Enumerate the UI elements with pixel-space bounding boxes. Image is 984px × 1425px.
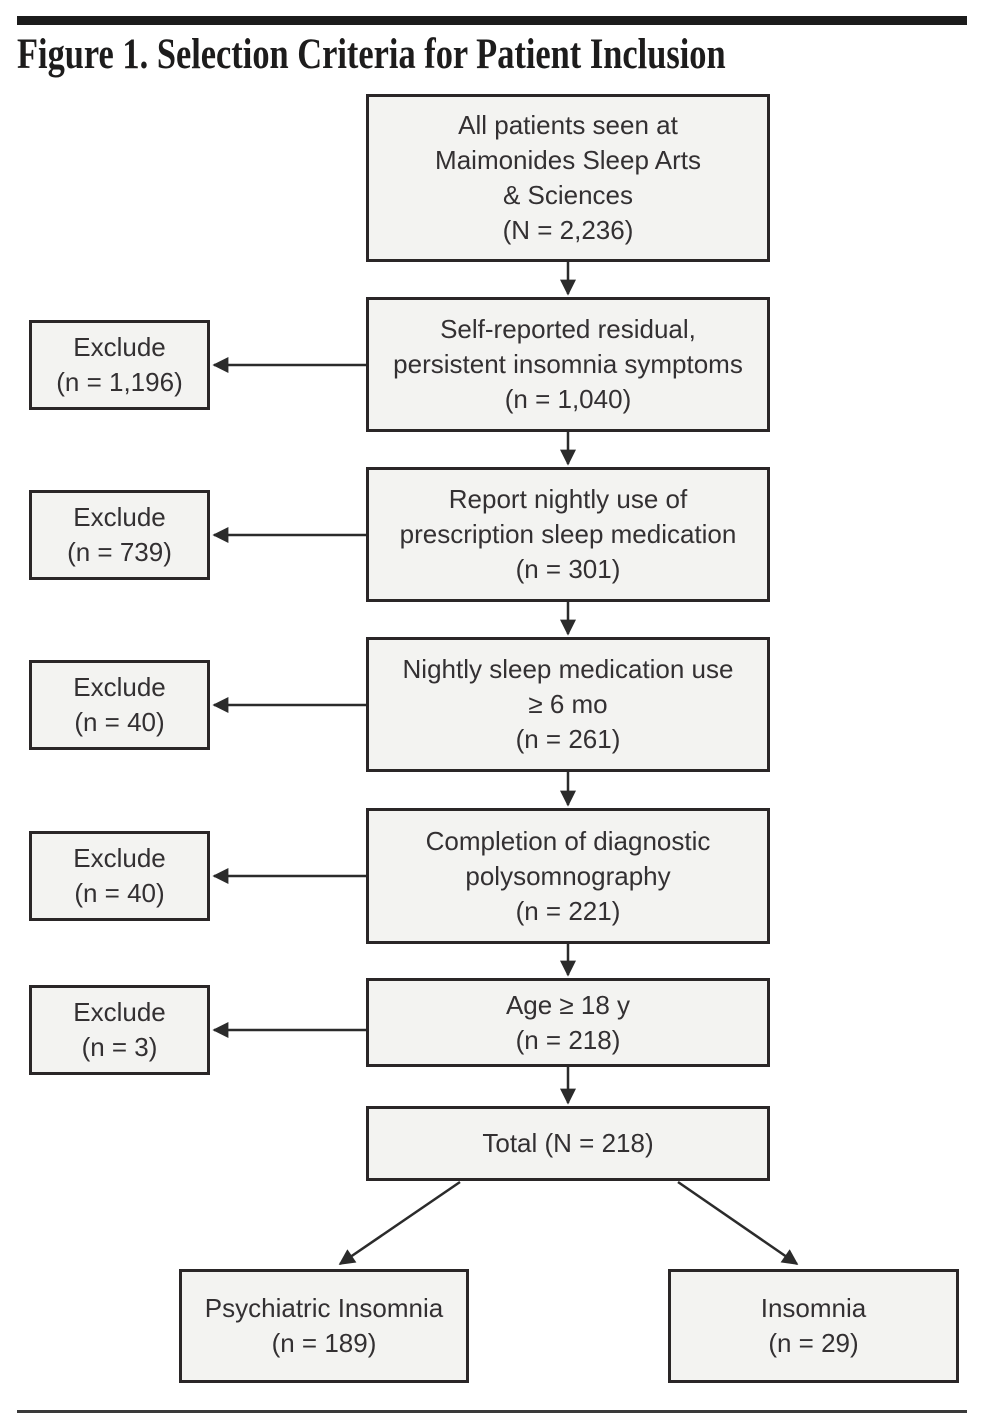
box-line: (n = 1,196) [56,367,183,397]
box-line: (n = 40) [74,707,165,737]
exclude-box-1: Exclude (n = 1,196) [29,320,210,410]
box-line: (n = 739) [67,537,172,567]
exclude-box-5: Exclude (n = 3) [29,985,210,1075]
flow-step-box-polysomnography: Completion of diagnostic polysomnography… [366,808,770,944]
box-line: (n = 40) [74,878,165,908]
outcome-box-psychiatric-insomnia: Psychiatric Insomnia (n = 189) [179,1269,469,1383]
exclude-box-2: Exclude (n = 739) [29,490,210,580]
box-line: (n = 218) [515,1024,621,1055]
box-line: Exclude [73,997,166,1027]
box-line: Nightly sleep medication use [402,654,734,684]
box-line: Exclude [73,332,166,362]
box-line: polysomnography [465,860,671,891]
box-line: (n = 1,040) [504,384,632,414]
box-line: Exclude [73,672,166,702]
box-line: (n = 221) [515,895,621,926]
box-line: All patients seen at [458,110,678,140]
exclude-box-3: Exclude (n = 40) [29,660,210,750]
box-line: ≥ 6 mo [528,689,608,719]
box-line: (n = 29) [768,1328,859,1358]
box-line: Insomnia [760,1293,867,1323]
box-line: (n = 3) [81,1032,158,1062]
box-line: & Sciences [502,180,634,210]
box-line: Exclude [73,502,166,532]
flow-step-box-use-6mo: Nightly sleep medication use ≥ 6 mo (n =… [366,637,770,772]
box-line: Psychiatric Insomnia [204,1293,444,1323]
box-line: Completion of diagnostic [425,825,711,856]
box-line: Exclude [73,843,166,873]
box-line: (n = 261) [515,724,621,754]
box-line: persistent insomnia symptoms [393,349,743,379]
flow-step-box-insomnia-symptoms: Self-reported residual, persistent insom… [366,297,770,432]
exclude-box-4: Exclude (n = 40) [29,831,210,921]
box-line: Report nightly use of [448,484,688,514]
branch-arrow-right [677,1180,799,1266]
total-box: Total (N = 218) [366,1106,770,1181]
flow-step-box-all-patients: All patients seen at Maimonides Sleep Ar… [366,94,770,262]
box-line: Maimonides Sleep Arts [435,145,701,175]
figure-title: Figure 1. Selection Criteria for Patient… [17,31,726,78]
branch-arrow-left [338,1180,461,1266]
top-rule [17,16,967,25]
box-line: (n = 189) [271,1328,377,1358]
flow-step-box-age: Age ≥ 18 y (n = 218) [366,978,770,1067]
bottom-rule [17,1410,967,1413]
box-line: (n = 301) [515,554,621,584]
box-line: Total (N = 218) [482,1128,654,1158]
outcome-box-insomnia: Insomnia (n = 29) [668,1269,959,1383]
box-line: Age ≥ 18 y [505,989,631,1020]
box-line: prescription sleep medication [399,519,737,549]
box-line: (N = 2,236) [502,215,634,245]
box-line: Self-reported residual, [440,314,696,344]
flow-step-box-nightly-use: Report nightly use of prescription sleep… [366,467,770,602]
